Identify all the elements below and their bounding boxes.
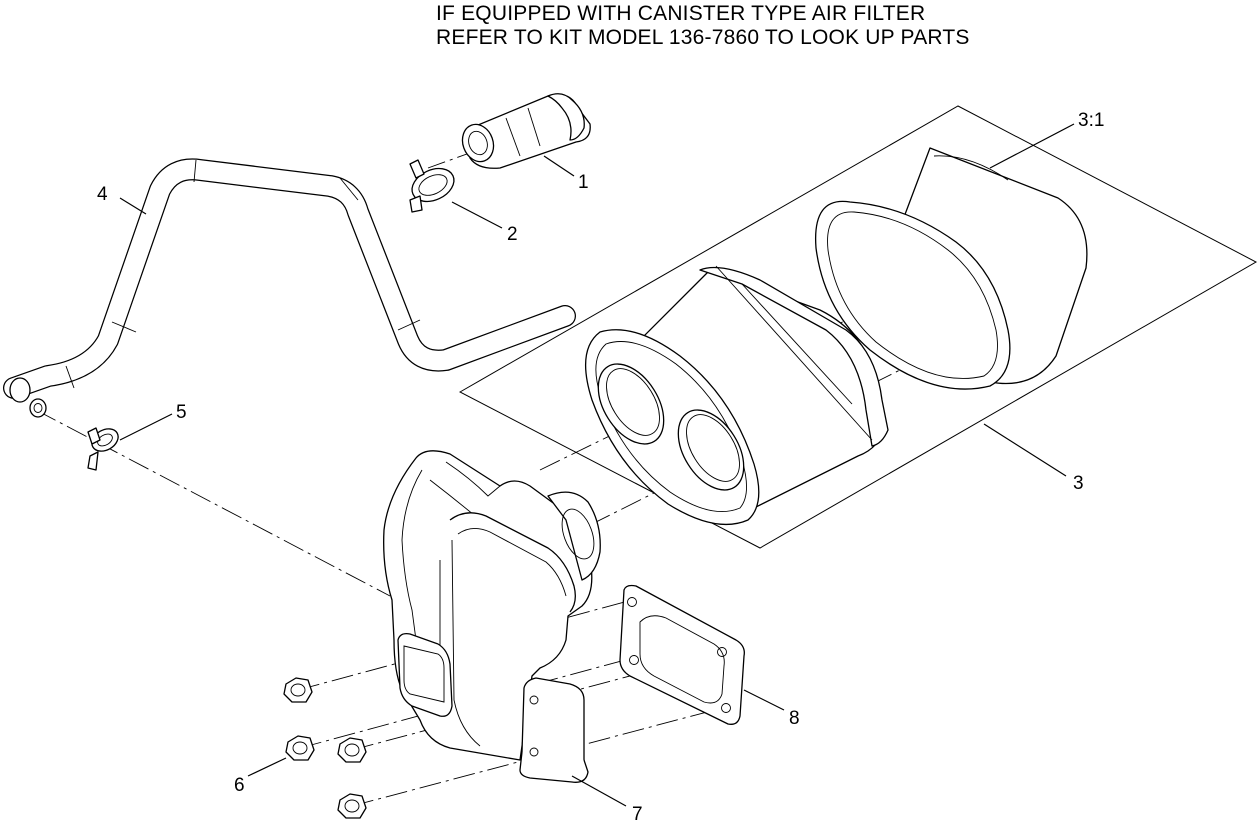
callout-labels: 1 2 3 3:1 4 5 6 7 8 xyxy=(97,110,1104,825)
note-line-2: REFER TO KIT MODEL 136-7860 TO LOOK UP P… xyxy=(436,26,970,49)
hex-nut xyxy=(285,735,315,761)
air-intake-housing xyxy=(383,450,601,783)
callout-3: 3 xyxy=(1073,473,1084,494)
callout-5: 5 xyxy=(176,402,187,423)
small-hose-clamp xyxy=(87,427,119,471)
note-line-1: IF EQUIPPED WITH CANISTER TYPE AIR FILTE… xyxy=(436,2,926,25)
callout-7: 7 xyxy=(632,804,643,825)
hex-nut xyxy=(337,793,367,819)
hex-nut xyxy=(283,677,313,703)
pre-cleaner-element xyxy=(814,147,1088,390)
hose-clamp xyxy=(409,159,455,213)
elbow-hose xyxy=(461,93,591,169)
hex-nuts xyxy=(283,677,367,819)
callout-3-1: 3:1 xyxy=(1078,110,1104,131)
callout-2: 2 xyxy=(507,224,518,245)
gasket xyxy=(619,584,745,725)
breather-tube xyxy=(3,158,576,418)
hex-nut xyxy=(337,737,367,763)
callout-leaders xyxy=(119,123,1075,807)
kit-reference-note: IF EQUIPPED WITH CANISTER TYPE AIR FILTE… xyxy=(436,2,970,50)
callout-4: 4 xyxy=(97,184,108,205)
callout-6: 6 xyxy=(234,775,245,796)
callout-8: 8 xyxy=(789,708,800,729)
air-filter-element xyxy=(585,265,889,526)
callout-1: 1 xyxy=(578,172,589,193)
